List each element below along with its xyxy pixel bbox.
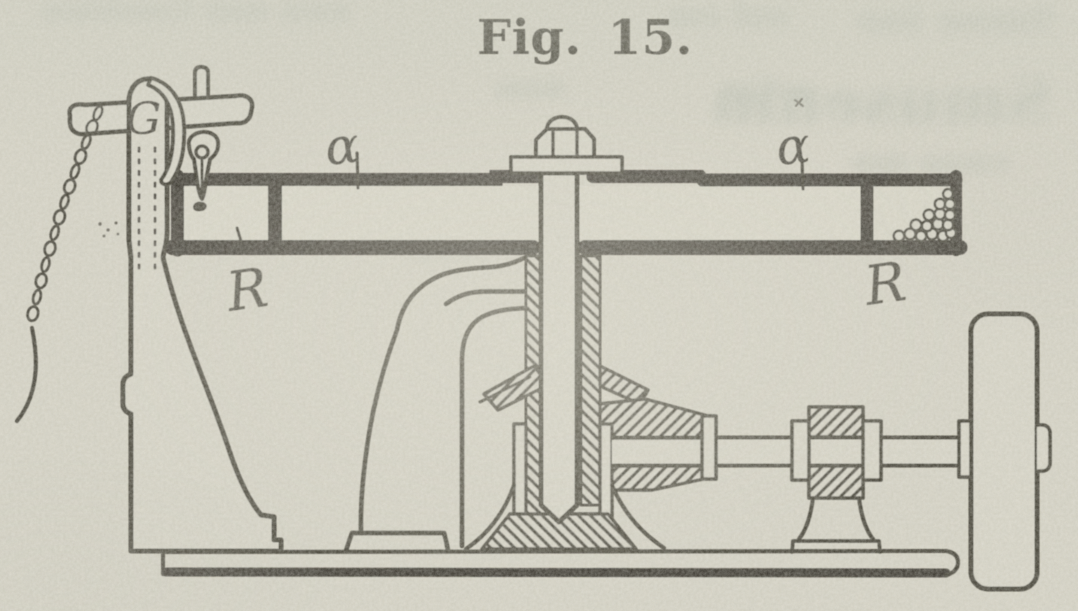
flange-collar <box>700 414 718 481</box>
axle-cap <box>1035 423 1052 473</box>
label-r-left: R <box>222 256 272 324</box>
bolt-shaft <box>538 170 580 525</box>
flywheel <box>957 311 1052 592</box>
label-alpha-right: α <box>773 116 813 177</box>
washer <box>509 155 624 175</box>
svg-text:nnu mie Gnehmn: nnu mie Gnehmn <box>40 0 350 28</box>
label-r-right: R <box>860 250 910 318</box>
svg-text:nun: nun <box>495 68 565 106</box>
figure-caption: Fig. 15. <box>477 10 693 66</box>
wheel-collar <box>957 419 973 479</box>
label-post-letter: G <box>126 94 161 145</box>
hex-nut <box>534 127 596 159</box>
label-alpha-left: α <box>322 116 362 177</box>
svg-text:Smne ine: Smne ine <box>856 0 1055 41</box>
